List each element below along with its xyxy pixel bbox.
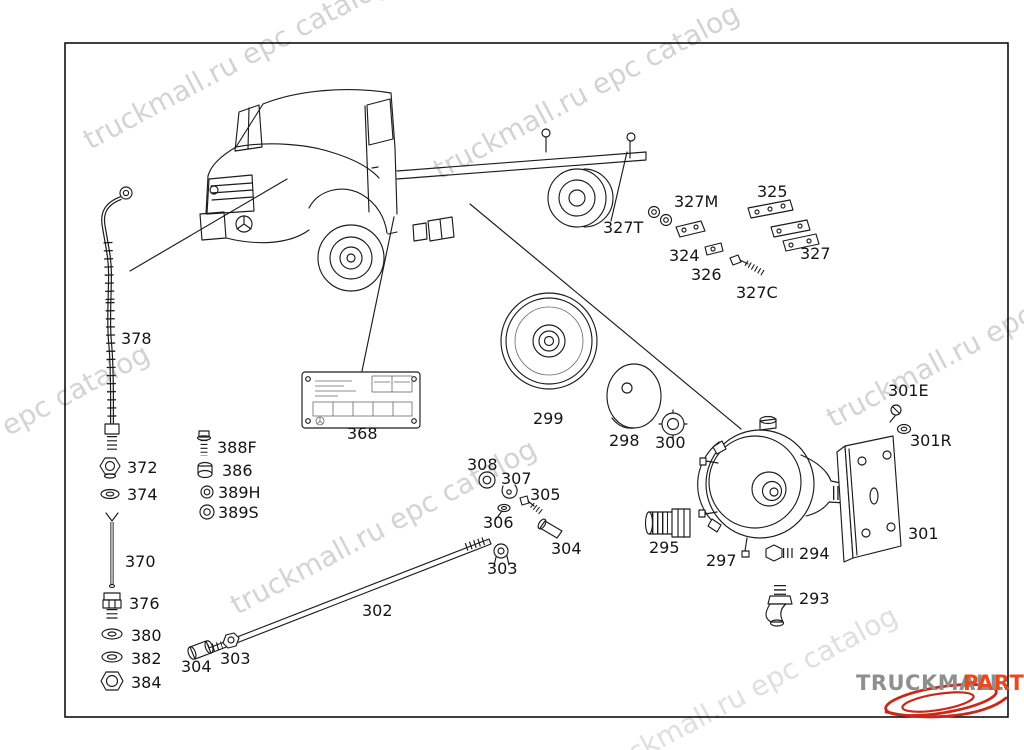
part-label-304-left: 304 (181, 657, 212, 676)
part-label-327C: 327C (736, 283, 778, 302)
part-label-386: 386 (222, 461, 253, 480)
part-374-washer (100, 488, 120, 500)
part-295-fitting (644, 508, 691, 538)
part-label-293: 293 (799, 589, 830, 608)
part-label-304-right: 304 (551, 539, 582, 558)
part-label-305: 305 (530, 485, 561, 504)
part-label-325: 325 (757, 182, 788, 201)
part-label-376: 376 (129, 594, 160, 613)
part-389H-ring (200, 485, 214, 499)
part-label-299: 299 (533, 409, 564, 428)
part-label-303-right: 303 (487, 559, 518, 578)
part-327M-rings (647, 205, 673, 227)
logo-swirl-icon (884, 696, 1008, 719)
logo-suffix-text: PARTS (963, 671, 1024, 695)
part-303-left-nut (222, 632, 240, 649)
part-label-307: 307 (501, 469, 532, 488)
part-label-324: 324 (669, 246, 700, 265)
part-label-308: 308 (467, 455, 498, 474)
part-307-clip (501, 484, 518, 499)
part-304-right-pin (537, 518, 563, 539)
part-386-fitting (197, 461, 213, 479)
part-326-clip (704, 242, 724, 256)
part-label-368: 368 (347, 424, 378, 443)
part-label-326: 326 (691, 265, 722, 284)
part-label-389S: 389S (218, 503, 259, 522)
part-372-nut (99, 457, 121, 479)
part-327-plates (770, 219, 820, 252)
part-label-298: 298 (609, 431, 640, 450)
watermark-text: truckmall.ru epc catalog (428, 0, 745, 186)
part-label-327: 327 (800, 244, 831, 263)
part-label-389H: 389H (218, 483, 261, 502)
part-300-ring (658, 409, 688, 439)
part-325-plate (747, 199, 794, 219)
part-label-300: 300 (655, 433, 686, 452)
part-label-301: 301 (908, 524, 939, 543)
part-368-data-plate (301, 371, 421, 429)
part-305-bolt (519, 495, 543, 515)
part-labels: 378 372 374 370 376 380 382 384 388F 386… (121, 182, 952, 692)
part-label-388F: 388F (217, 438, 257, 457)
part-label-301R: 301R (910, 431, 952, 450)
watermark-text: truckmall.ru epc catalog (821, 245, 1024, 434)
part-298-disc (606, 363, 662, 429)
part-label-378: 378 (121, 329, 152, 348)
part-label-327T: 327T (603, 218, 644, 237)
leader-lines (129, 151, 742, 430)
part-384-nut (100, 671, 124, 691)
part-388F-bolt (196, 430, 212, 456)
logo-swirl-icon (901, 691, 975, 713)
part-label-294: 294 (799, 544, 830, 563)
part-label-382: 382 (131, 649, 162, 668)
part-301E-screw (889, 404, 902, 423)
part-380-washer (101, 628, 123, 640)
part-299-drum (500, 292, 598, 390)
part-327C-bolt (729, 254, 765, 276)
part-382-washer (101, 651, 123, 663)
truckmall-logo: TRUCKMALL PARTS (856, 671, 1024, 719)
part-301-bracket (836, 435, 902, 563)
part-293-elbow (765, 585, 793, 627)
part-label-297: 297 (706, 551, 737, 570)
part-label-327M: 327M (674, 192, 718, 211)
part-label-303-left: 303 (220, 649, 251, 668)
logo-brand-text: TRUCKMALL (856, 671, 1004, 695)
part-label-301E: 301E (888, 381, 929, 400)
part-label-306: 306 (483, 513, 514, 532)
part-label-374: 374 (127, 485, 158, 504)
truck-illustration (199, 89, 647, 292)
logo-swirl-icon (884, 683, 998, 717)
part-376-fitting (102, 592, 122, 621)
part-294-fitting (765, 544, 795, 562)
part-370-pipe (105, 512, 119, 589)
part-306-sleeve (495, 503, 511, 520)
part-297-brake-chamber (697, 415, 847, 558)
part-label-380: 380 (131, 626, 162, 645)
part-324-plate (675, 220, 706, 238)
diagram-border (64, 42, 1009, 718)
part-label-302: 302 (362, 601, 393, 620)
part-303-right-clamp (493, 543, 510, 567)
part-389S-ring (199, 504, 215, 520)
part-301R-washer (896, 423, 912, 435)
part-308-ring (478, 471, 496, 489)
part-304-left-bushing (187, 640, 214, 660)
part-label-370: 370 (125, 552, 156, 571)
part-label-295: 295 (649, 538, 680, 557)
part-378-hose (101, 186, 133, 452)
part-label-384: 384 (131, 673, 162, 692)
part-label-372: 372 (127, 458, 158, 477)
part-302-rod (195, 536, 492, 659)
